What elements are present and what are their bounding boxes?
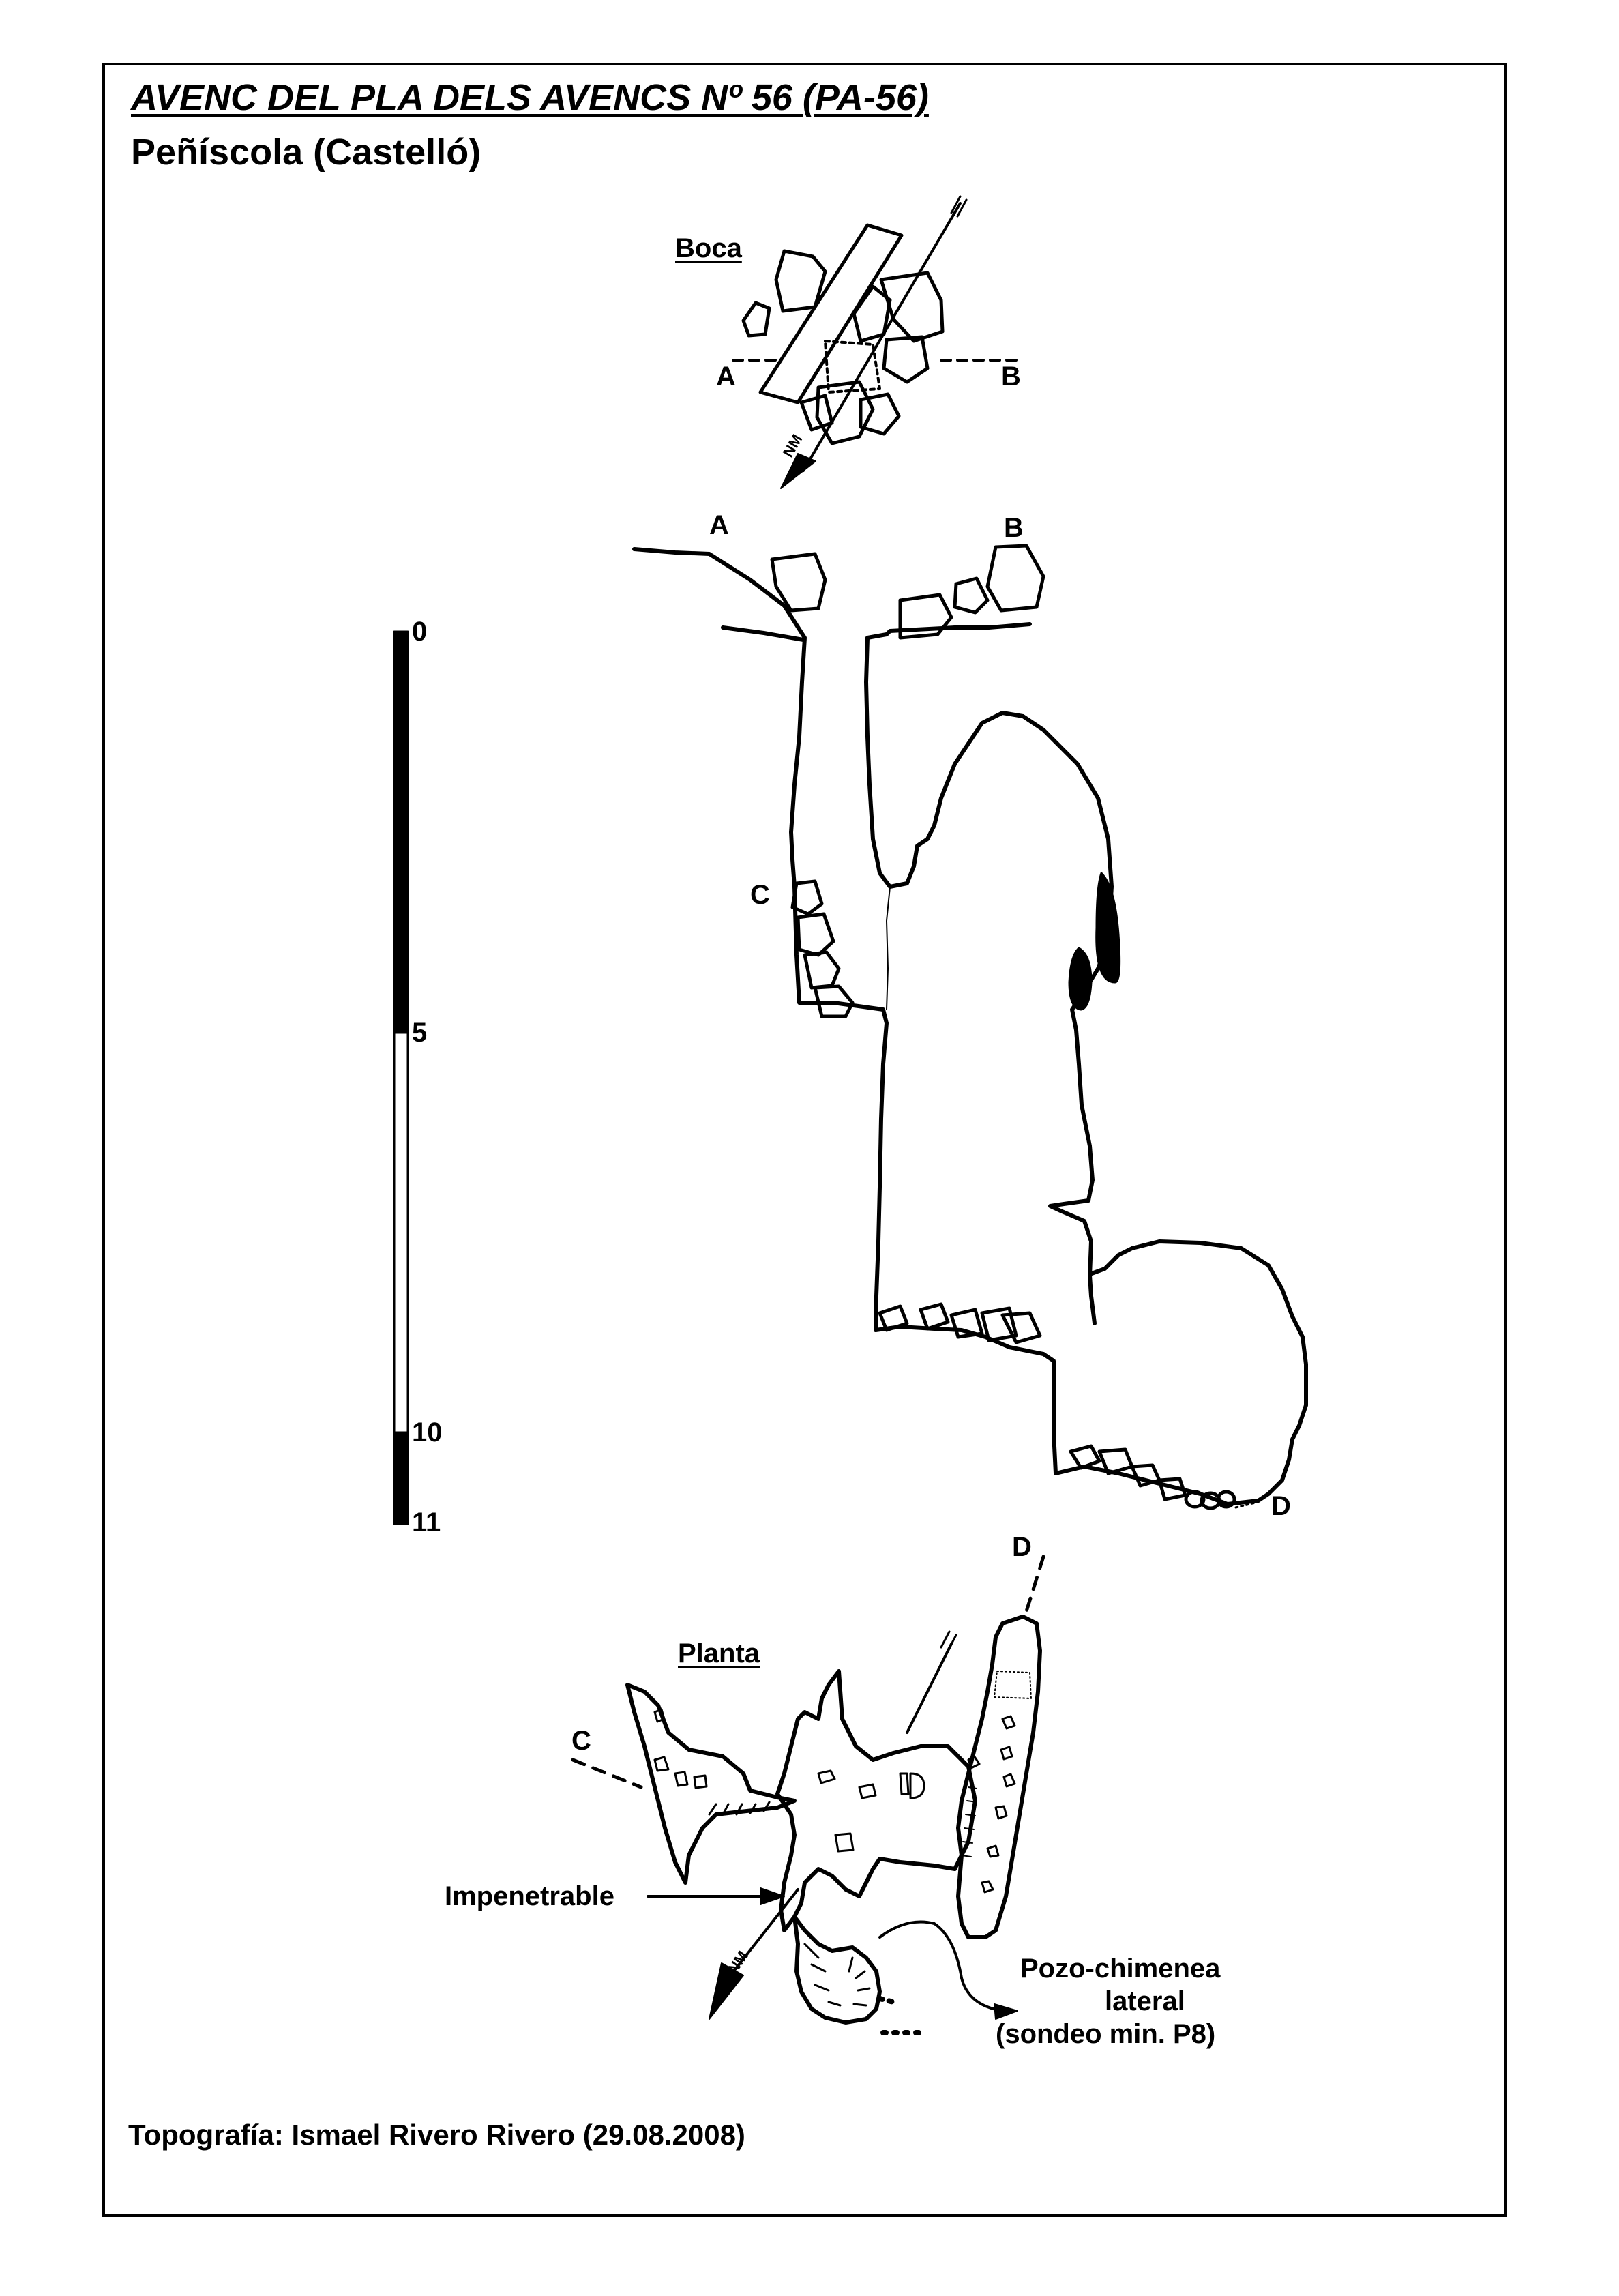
planta-north-arrow-icon: NM	[709, 1889, 798, 2019]
pozo-chimenea-annotation-line3: (sondeo min. P8)	[996, 2019, 1216, 2049]
scale-bar-graphic	[393, 630, 409, 1525]
planta-label-c: C	[571, 1726, 591, 1756]
planta-heading: Planta	[678, 1638, 760, 1668]
drawing-frame	[102, 63, 1507, 2217]
scale-tick-10: 10	[412, 1417, 443, 1447]
pozo-chimenea-annotation-line1: Pozo-chimenea	[1020, 1954, 1221, 1984]
scale-segment-5-10	[393, 1031, 409, 1434]
boca-north-arrow-icon: NM	[779, 196, 966, 488]
section-label-c: C	[750, 880, 770, 910]
cave-section-profile	[634, 546, 1306, 1510]
scale-segment-0-5	[393, 630, 409, 1034]
scale-segment-10-11	[393, 1431, 409, 1525]
boca-label-b: B	[1001, 362, 1021, 392]
cave-plan-view: NM	[573, 1557, 1043, 2033]
impenetrable-annotation: Impenetrable	[445, 1881, 614, 1911]
section-label-a: A	[709, 510, 729, 540]
planta-label-d: D	[1012, 1532, 1032, 1562]
boca-heading: Boca	[675, 233, 742, 263]
survey-credit: Topografía: Ismael Rivero Rivero (29.08.…	[128, 2119, 745, 2151]
section-label-d: D	[1271, 1491, 1291, 1521]
scale-tick-11: 11	[412, 1507, 441, 1537]
boca-label-a: A	[716, 362, 736, 392]
scale-tick-0: 0	[412, 617, 428, 647]
section-label-b: B	[1004, 513, 1024, 543]
page-title: AVENC DEL PLA DELS AVENCS Nº 56 (PA-56)	[131, 77, 929, 118]
pozo-chimenea-annotation-line2: lateral	[1105, 1986, 1185, 2016]
scale-tick-5: 5	[412, 1018, 428, 1048]
boca-sketch: NM	[733, 196, 1016, 488]
page-subtitle: Peñíscola (Castelló)	[131, 132, 481, 173]
